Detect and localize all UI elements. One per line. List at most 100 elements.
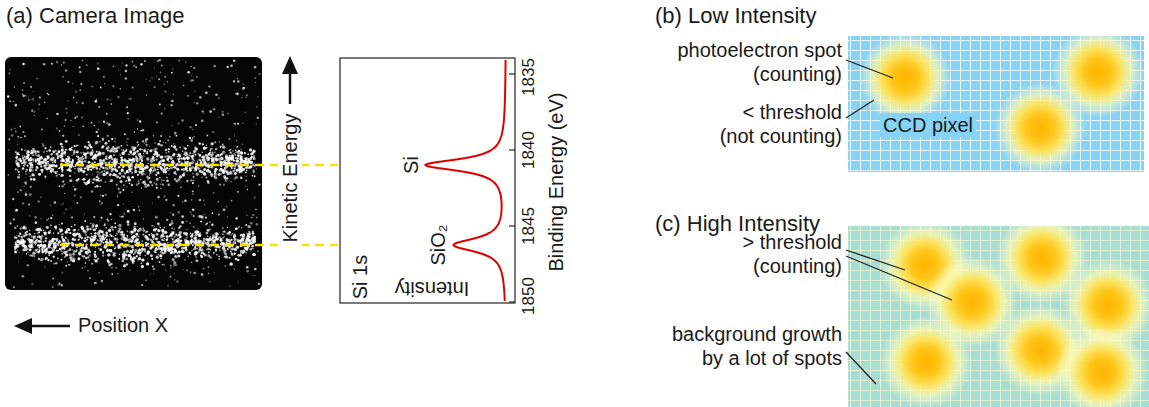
photoelectron-dot xyxy=(25,232,27,234)
photoelectron-dot xyxy=(126,170,129,173)
photoelectron-dot xyxy=(185,148,187,150)
photoelectron-dot xyxy=(173,145,176,148)
photoelectron-dot xyxy=(35,160,37,162)
photoelectron-dot xyxy=(46,162,47,163)
photoelectron-dot xyxy=(231,167,233,169)
photoelectron-dot xyxy=(205,176,207,178)
photoelectron-dot xyxy=(53,263,55,265)
photoelectron-dot xyxy=(52,161,54,163)
photoelectron-dot xyxy=(211,153,213,155)
photoelectron-dot xyxy=(144,235,147,238)
photoelectron-dot xyxy=(230,149,231,150)
photoelectron-dot xyxy=(137,167,139,169)
photoelectron-dot xyxy=(240,252,242,254)
photoelectron-dot xyxy=(184,160,185,161)
photoelectron-dot xyxy=(92,157,95,160)
photoelectron-dot xyxy=(186,221,188,223)
photoelectron-dot xyxy=(174,178,176,180)
photoelectron-dot xyxy=(235,163,237,165)
photoelectron-dot xyxy=(198,234,200,236)
photoelectron-dot xyxy=(229,263,232,266)
photoelectron-dot xyxy=(53,233,54,234)
photoelectron-dot xyxy=(93,237,96,240)
photoelectron-dot xyxy=(58,240,61,243)
photoelectron-dot xyxy=(65,231,68,234)
photoelectron-dot xyxy=(222,144,224,146)
photoelectron-dot xyxy=(151,233,153,235)
photoelectron-dot xyxy=(188,256,190,258)
photoelectron-dot xyxy=(72,160,74,162)
photoelectron-dot xyxy=(166,152,167,153)
photoelectron-dot xyxy=(24,156,26,158)
photoelectron-dot xyxy=(109,173,112,176)
photoelectron-dot xyxy=(165,149,168,152)
photoelectron-dot xyxy=(226,239,229,242)
photoelectron-dot xyxy=(45,249,46,250)
photoelectron-dot xyxy=(98,178,100,180)
photoelectron-dot xyxy=(183,172,185,174)
photoelectron-dot xyxy=(179,175,182,178)
photoelectron-dot xyxy=(106,241,108,243)
photoelectron-dot xyxy=(68,159,69,160)
photoelectron-dot xyxy=(237,154,239,156)
photoelectron-dot xyxy=(138,183,140,185)
photoelectron-dot xyxy=(60,155,63,158)
photoelectron-dot xyxy=(96,242,97,243)
photoelectron-dot xyxy=(163,236,164,237)
photoelectron-dot xyxy=(249,148,252,151)
photoelectron-dot xyxy=(43,230,44,231)
photoelectron-dot xyxy=(178,156,180,158)
photoelectron-dot xyxy=(59,167,61,169)
photoelectron-dot xyxy=(15,160,16,161)
photoelectron-dot xyxy=(236,169,239,172)
photoelectron-dot xyxy=(171,220,173,222)
photoelectron-dot xyxy=(234,248,236,250)
photoelectron-dot xyxy=(102,152,105,155)
photoelectron-dot xyxy=(32,174,34,176)
photoelectron-dot xyxy=(71,147,73,149)
photoelectron-dot xyxy=(105,167,108,170)
photoelectron-dot xyxy=(16,235,17,236)
photoelectron-dot xyxy=(207,260,208,261)
photoelectron-dot xyxy=(159,177,161,179)
photoelectron-dot xyxy=(114,168,116,170)
photoelectron-dot xyxy=(236,239,239,242)
photoelectron-dot xyxy=(156,256,159,259)
photoelectron-dot xyxy=(221,157,224,160)
photoelectron-dot xyxy=(123,154,124,155)
photoelectron-dot xyxy=(84,160,86,162)
photoelectron-dot xyxy=(253,157,256,160)
photoelectron-dot xyxy=(83,152,86,155)
photoelectron-dot xyxy=(108,156,111,159)
photoelectron-dot xyxy=(139,249,141,251)
photoelectron-dot xyxy=(204,168,206,170)
photoelectron-dot xyxy=(86,236,88,238)
photoelectron-dot xyxy=(213,252,215,254)
photoelectron-dot xyxy=(28,233,31,236)
photoelectron-dot xyxy=(96,167,98,169)
photoelectron-dot xyxy=(168,148,170,150)
photoelectron-dot xyxy=(114,168,116,170)
photoelectron-dot xyxy=(23,165,25,167)
photoelectron-dot xyxy=(175,233,177,235)
photoelectron-dot xyxy=(131,172,133,174)
photoelectron-dot xyxy=(67,240,69,242)
photoelectron-dot xyxy=(196,248,197,249)
photoelectron-dot xyxy=(172,258,175,261)
photoelectron-dot xyxy=(101,165,102,166)
photoelectron-dot xyxy=(188,155,190,157)
photoelectron-dot xyxy=(30,169,32,171)
photoelectron-dot xyxy=(235,227,238,230)
photoelectron-dot xyxy=(134,222,137,225)
photoelectron-dot xyxy=(43,151,44,152)
photoelectron-dot xyxy=(87,239,88,240)
photoelectron-dot xyxy=(172,154,174,156)
photoelectron-dot xyxy=(214,236,217,239)
photoelectron-dot xyxy=(15,242,17,244)
photoelectron-dot xyxy=(252,248,253,249)
photoelectron-dot xyxy=(216,158,218,160)
photoelectron-dot xyxy=(170,158,172,160)
photoelectron-dot xyxy=(61,148,64,151)
photoelectron-dot xyxy=(57,171,58,172)
photoelectron-dot xyxy=(72,243,75,246)
